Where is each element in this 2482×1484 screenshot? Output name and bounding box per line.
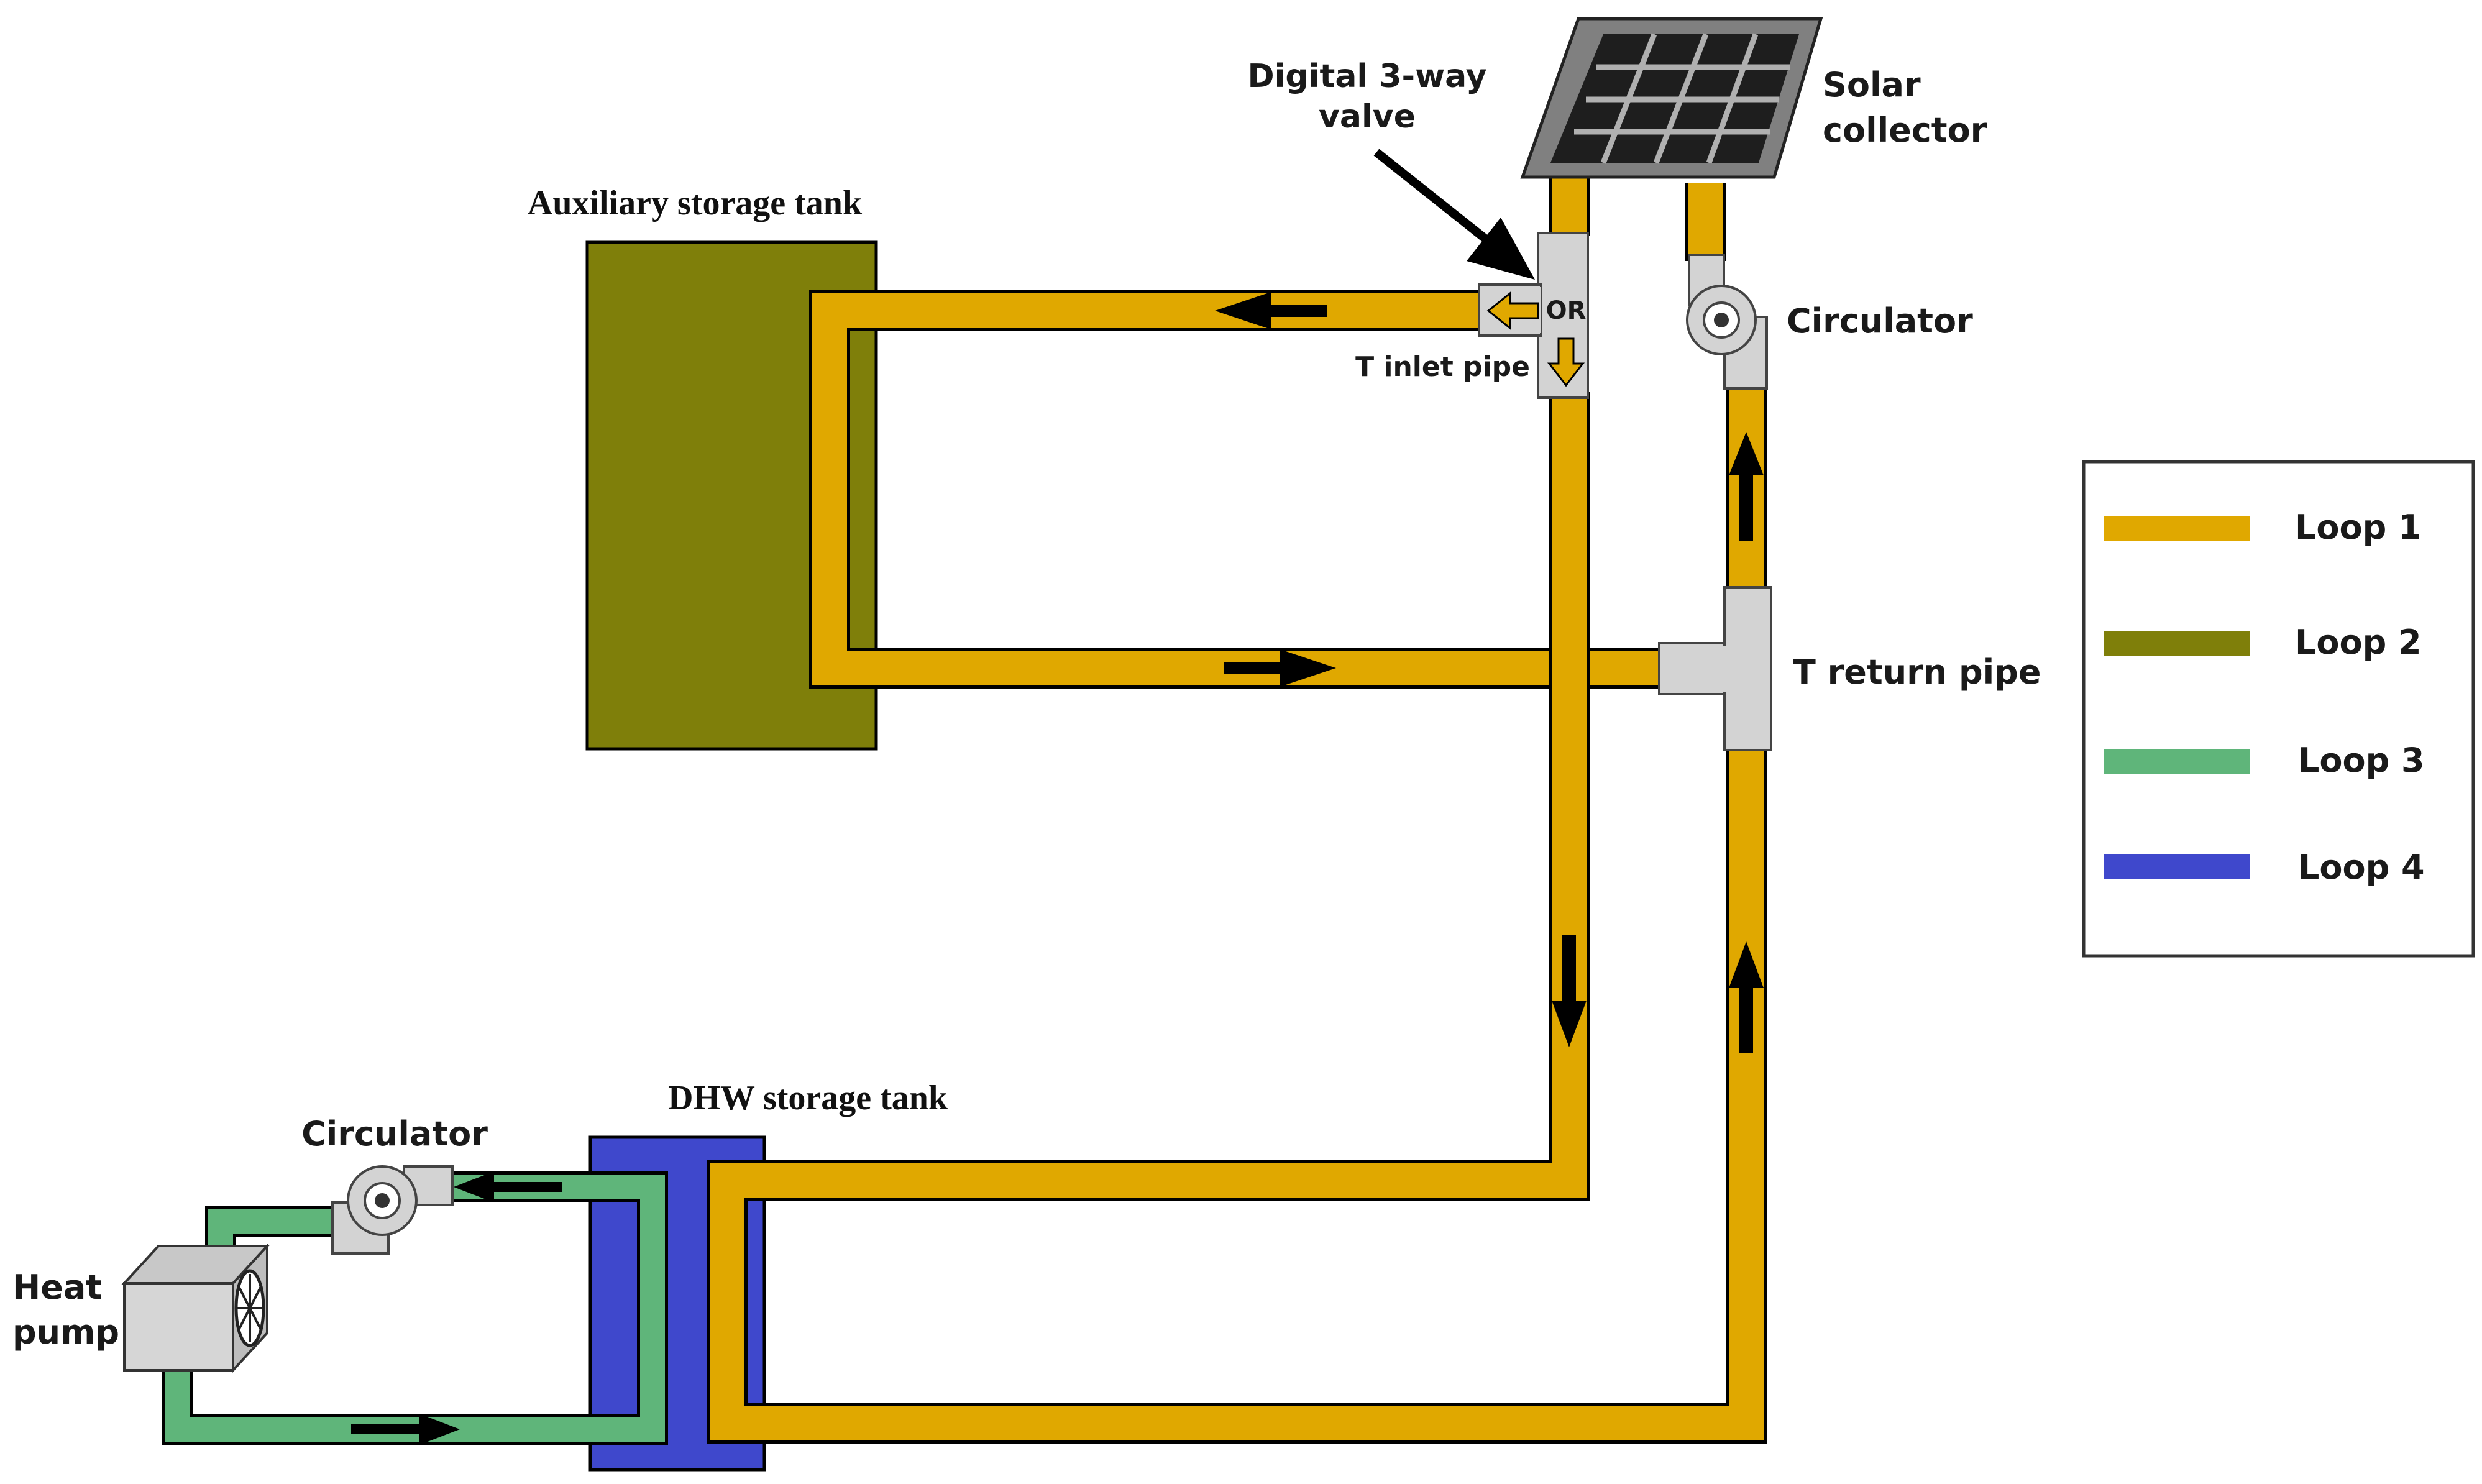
valve-pointer-arrow-icon: [1373, 149, 1535, 280]
loop-3-pipes: [162, 1171, 668, 1445]
t-return-pipe-fitting: [1658, 586, 1772, 751]
valve-label-line-1: Digital 3-way: [1247, 58, 1486, 95]
legend-swatch: [2104, 854, 2250, 879]
legend-item: Loop 4: [2104, 848, 2425, 887]
legend-item: Loop 3: [2104, 741, 2425, 780]
flow-arrows: [351, 292, 1764, 1445]
solar-collector-label-line-1: Solar: [1823, 65, 1921, 104]
dhw-storage-tank-label: DHW storage tank: [668, 1079, 948, 1117]
valve-left-arrow-icon: [1486, 291, 1539, 331]
auxiliary-storage-tank-label: Auxiliary storage tank: [528, 184, 863, 222]
legend-label: Loop 4: [2298, 848, 2425, 887]
flow-arrow-right-icon: [1224, 649, 1336, 687]
legend-label: Loop 3: [2298, 741, 2425, 780]
t-inlet-pipe-label: T inlet pipe: [1355, 351, 1530, 383]
top-circulator-label: Circulator: [1787, 301, 1973, 341]
legend-label: Loop 1: [2295, 508, 2422, 547]
bottom-circulator-icon: [331, 1165, 454, 1255]
heat-pump-icon: [121, 1242, 270, 1374]
top-circulator-icon: [1686, 254, 1768, 390]
legend: Loop 1 Loop 2 Loop 3 Loop 4: [2082, 460, 2475, 958]
legend-item: Loop 2: [2104, 623, 2422, 662]
legend-label: Loop 2: [2295, 623, 2422, 662]
solar-collector-label-line-2: collector: [1823, 111, 1987, 150]
legend-swatch: [2104, 516, 2250, 541]
legend-item: Loop 1: [2104, 508, 2422, 547]
flow-arrow-up-icon: [1729, 941, 1764, 1053]
valve-label-line-2: valve: [1319, 98, 1416, 135]
flow-arrow-left-icon: [1215, 292, 1327, 329]
valve-down-arrow-icon: [1547, 337, 1585, 387]
flow-arrow-right-icon: [351, 1414, 460, 1445]
solar-collector: [1520, 17, 1823, 179]
legend-swatch: [2104, 749, 2250, 774]
flow-arrow-left-icon: [454, 1171, 562, 1202]
legend-swatch: [2104, 631, 2250, 656]
t-return-pipe-label: T return pipe: [1793, 653, 2041, 692]
loop-1-pipes: [707, 177, 1767, 1444]
heat-pump-label-line-1: Heat: [12, 1268, 102, 1307]
flow-arrow-down-icon: [1552, 935, 1587, 1047]
bottom-circulator-label: Circulator: [301, 1114, 488, 1153]
flow-arrow-up-icon: [1729, 432, 1764, 541]
heat-pump-label-line-2: pump: [12, 1312, 119, 1352]
valve-or-text: OR: [1546, 296, 1587, 325]
